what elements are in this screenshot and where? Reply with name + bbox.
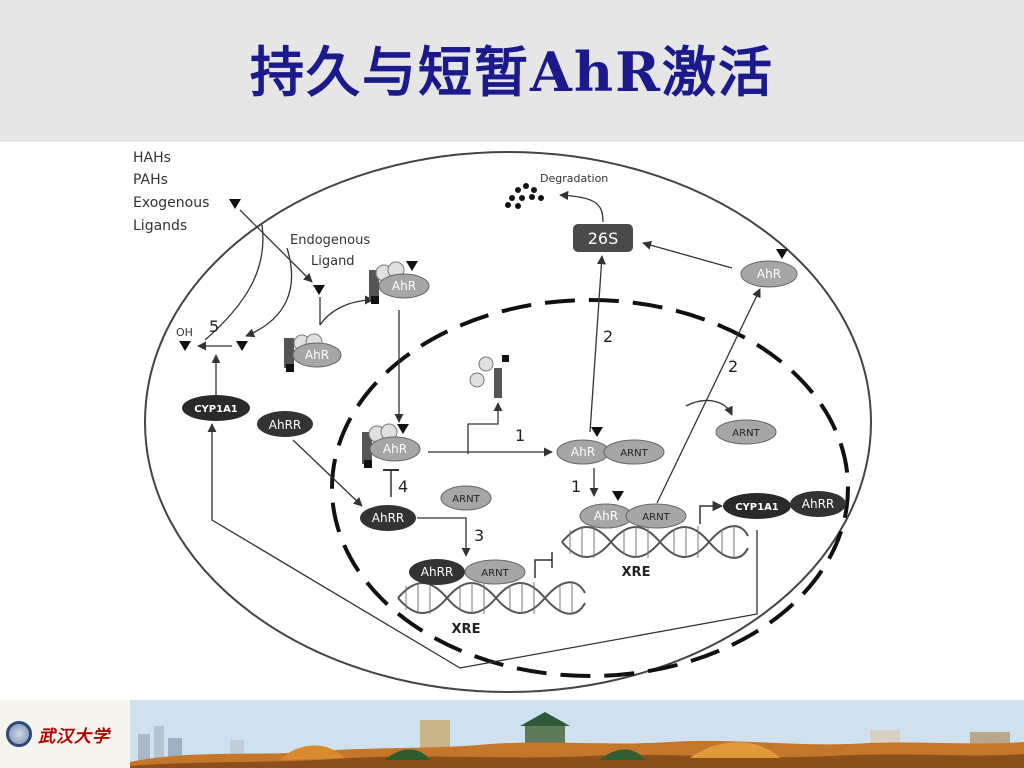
ahrr-on-dna [409, 559, 465, 585]
step-2-export-arrow-a [589, 255, 606, 433]
proteasome-label: 26S [588, 229, 619, 248]
step-3-arrow [417, 517, 471, 557]
step-3-label: 3 [474, 526, 484, 545]
ligand-curve-arrow-2 [204, 224, 264, 341]
endogenous-ligand-label-2: Ligand [311, 254, 355, 269]
svg-text:AhR: AhR [305, 348, 329, 362]
endogenous-ligand-icon [313, 285, 325, 295]
cyp1a1-protein-label: CYP1A1 [194, 404, 238, 415]
arnt-on-dna-left [464, 559, 526, 585]
cell-membrane [144, 151, 872, 693]
ahr-on-dna-ligand [612, 491, 624, 501]
step-1-label-a: 1 [515, 426, 525, 445]
ahr-to-proteasome-arrow [642, 240, 733, 269]
endogenous-ligand-label-1: Endogenous [290, 233, 370, 248]
proteasome-26s [573, 224, 633, 252]
feedback-loop-arrow [207, 423, 758, 669]
step-4-label: 4 [398, 477, 408, 496]
ahr-exported-label: AhR [757, 267, 781, 281]
step-2-export-arrow-b [656, 288, 761, 504]
cyp1a1-protein [182, 395, 250, 421]
ligand-before-metabolism-icon [236, 341, 248, 351]
cyp1a1-nuclear-label: CYP1A1 [735, 502, 779, 513]
ligand-label-pahs: PAHs [133, 172, 168, 188]
exogenous-ligand-icon [229, 199, 241, 209]
ligand-label-ligands: Ligands [133, 218, 187, 234]
step-2-label-b: 2 [728, 357, 738, 376]
ligand-curve-arrow [245, 247, 293, 338]
ahrr-nuclear-label: AhRR [372, 511, 405, 525]
step-2-label-a: 2 [603, 327, 613, 346]
ahrr-cytoplasm [257, 411, 313, 437]
ahrr-cytoplasm-label: AhRR [269, 418, 302, 432]
endogenous-binding-arrow [319, 295, 374, 326]
ahrr-nuclear-right [790, 491, 846, 517]
ahrr-nuclear [360, 505, 416, 531]
transcription-arrow-right [699, 500, 724, 524]
step-5-label: 5 [209, 317, 219, 336]
arnt-on-dna-left-label: ARNT [481, 568, 509, 579]
ahr-dimer-label: AhR [571, 445, 595, 459]
arnt-dimer-label: ARNT [620, 448, 648, 459]
arnt-free-nuclear [440, 485, 492, 511]
dna-helix-left [397, 581, 586, 615]
campus-scenery-image [130, 700, 1024, 768]
oh-label: OH [176, 326, 193, 339]
ahr-complex-cytoplasm-a: AhR [284, 333, 342, 372]
ahr-complex-cytoplasm-b: AhR [369, 261, 430, 304]
dna-helix-right [561, 525, 749, 559]
ahrr-import-arrow [292, 439, 363, 507]
university-name: 武汉大学 [38, 726, 110, 747]
ahr-dimer-ligand [591, 427, 603, 437]
ligand-entry-arrow [239, 209, 313, 283]
degradation-arrow [559, 190, 604, 223]
arnt-dimer [603, 439, 665, 465]
oh-metabolite-icon [179, 341, 191, 351]
ahrr-nuclear-right-label: AhRR [802, 497, 835, 511]
ahr-exported-ligand [776, 249, 788, 259]
slide-title: 持久与短暂AhR激活 [249, 40, 775, 104]
ahrr-on-dna-label: AhRR [421, 565, 454, 579]
step-1-label-b: 1 [571, 477, 581, 496]
ahr-pathway-diagram: HAHs PAHs Exogenous Ligands Endogenous L… [133, 150, 872, 693]
nucleus-membrane [330, 298, 850, 678]
university-logo: 武汉大学 [0, 700, 136, 768]
xre-label-left: XRE [452, 622, 481, 637]
chaperone-release-arrow [467, 402, 503, 454]
arnt-free-nuclear-label: ARNT [452, 494, 480, 505]
released-chaperones [469, 355, 509, 398]
arnt-release-arrow [685, 399, 733, 416]
arnt-released [715, 419, 777, 445]
degradation-fragments-icon [505, 183, 544, 209]
ligand-label-exogenous: Exogenous [133, 195, 209, 211]
university-seal-icon [6, 721, 32, 747]
footer-banner: 武汉大学 [0, 700, 1024, 768]
svg-text:AhR: AhR [392, 279, 416, 293]
title-bar: 持久与短暂AhR激活 [0, 0, 1024, 142]
degradation-label: Degradation [540, 172, 608, 185]
svg-text:AhR: AhR [383, 442, 407, 456]
ligand-label-hahs: HAHs [133, 150, 171, 166]
ahr-on-dna-label: AhR [594, 509, 618, 523]
arnt-on-dna-right [625, 503, 687, 529]
transcription-block-left [534, 552, 553, 578]
ahr-exported [740, 260, 798, 288]
arnt-on-dna-right-label: ARNT [642, 512, 670, 523]
ahr-complex-nuclear: AhR [362, 423, 421, 468]
cyp1a1-nuclear [723, 493, 791, 519]
arnt-released-label: ARNT [732, 428, 760, 439]
xre-label-right: XRE [622, 565, 651, 580]
